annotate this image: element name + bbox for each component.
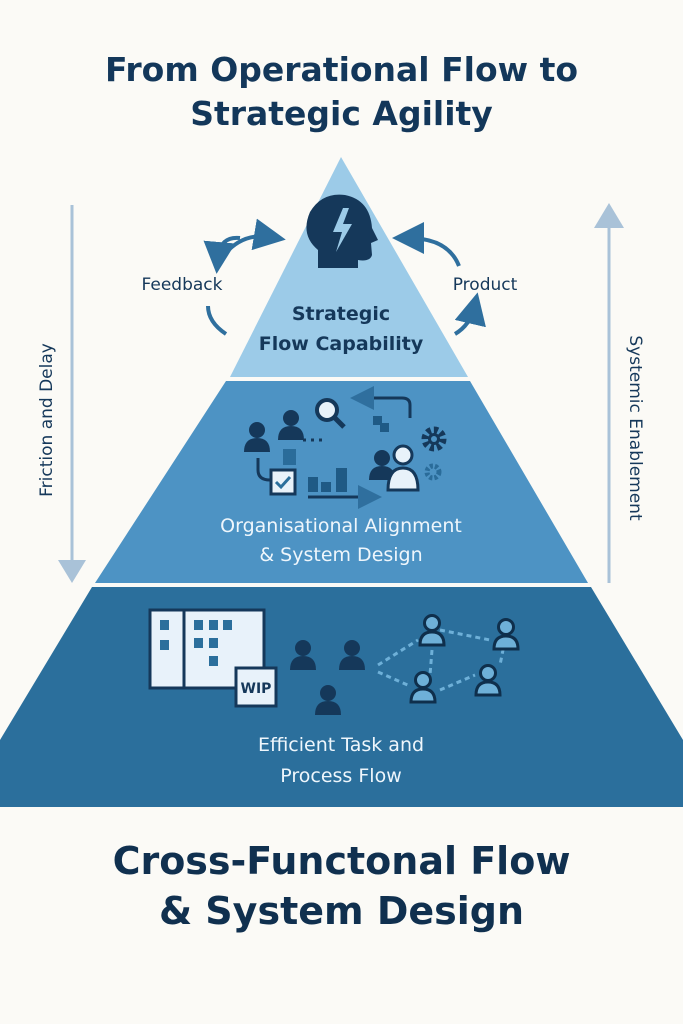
arrow-icon bbox=[392, 222, 461, 267]
middle-label-line-2: & System Design bbox=[259, 544, 422, 566]
wip-badge bbox=[234, 666, 278, 708]
title-line-2: Strategic Agility bbox=[190, 94, 493, 133]
systemic-enablement-arrow: Systemic Enablement bbox=[594, 203, 645, 583]
magnifier-icon bbox=[315, 398, 346, 429]
middle-label-line-1: Organisational Alignment bbox=[220, 515, 462, 537]
gear-icon bbox=[421, 426, 447, 452]
systemic-enablement-label: Systemic Enablement bbox=[625, 335, 645, 521]
friction-delay-arrow: Friction and Delay bbox=[37, 205, 86, 583]
team-alignment-icons bbox=[244, 386, 447, 509]
feedback-label: Feedback bbox=[142, 275, 223, 295]
block-icon bbox=[373, 416, 382, 425]
bottom-title: Cross-Functonal Flow & System Design bbox=[0, 836, 683, 936]
bottom-title-line-1: Cross-Functonal Flow bbox=[112, 839, 571, 883]
feedback-cycle-arrows bbox=[203, 218, 486, 336]
loop-arrow-icon bbox=[350, 386, 412, 418]
user-icon bbox=[386, 444, 420, 492]
friction-delay-label: Friction and Delay bbox=[37, 343, 57, 497]
top-label-line-1: Strategic bbox=[292, 303, 390, 325]
middle-label: Organisational Alignment & System Design bbox=[220, 515, 462, 566]
wip-label: WIP bbox=[241, 681, 272, 697]
bottom-label: Efficient Task and Process Flow bbox=[258, 734, 424, 787]
kanban-board-icon: WIP bbox=[148, 608, 278, 708]
title-line-1: From Operational Flow to bbox=[104, 50, 579, 89]
gear-icon bbox=[424, 463, 442, 481]
main-title: From Operational Flow to Strategic Agili… bbox=[0, 48, 683, 136]
block-icon bbox=[283, 449, 296, 465]
arc-icon bbox=[206, 305, 228, 336]
checkbox-icon bbox=[269, 468, 297, 496]
arrow-icon bbox=[453, 292, 486, 336]
arrow-icon bbox=[203, 235, 241, 274]
top-label-line-2: Flow Capability bbox=[259, 333, 424, 355]
head-lightning-icon bbox=[306, 194, 378, 268]
bottom-label-line-1: Efficient Task and bbox=[258, 734, 424, 756]
product-label: Product bbox=[453, 275, 518, 295]
bottom-title-line-2: & System Design bbox=[158, 889, 525, 933]
bar-chart-icon bbox=[308, 468, 347, 492]
bottom-label-line-2: Process Flow bbox=[280, 765, 402, 787]
top-label: Strategic Flow Capability bbox=[259, 303, 424, 355]
network-icon bbox=[377, 614, 520, 704]
